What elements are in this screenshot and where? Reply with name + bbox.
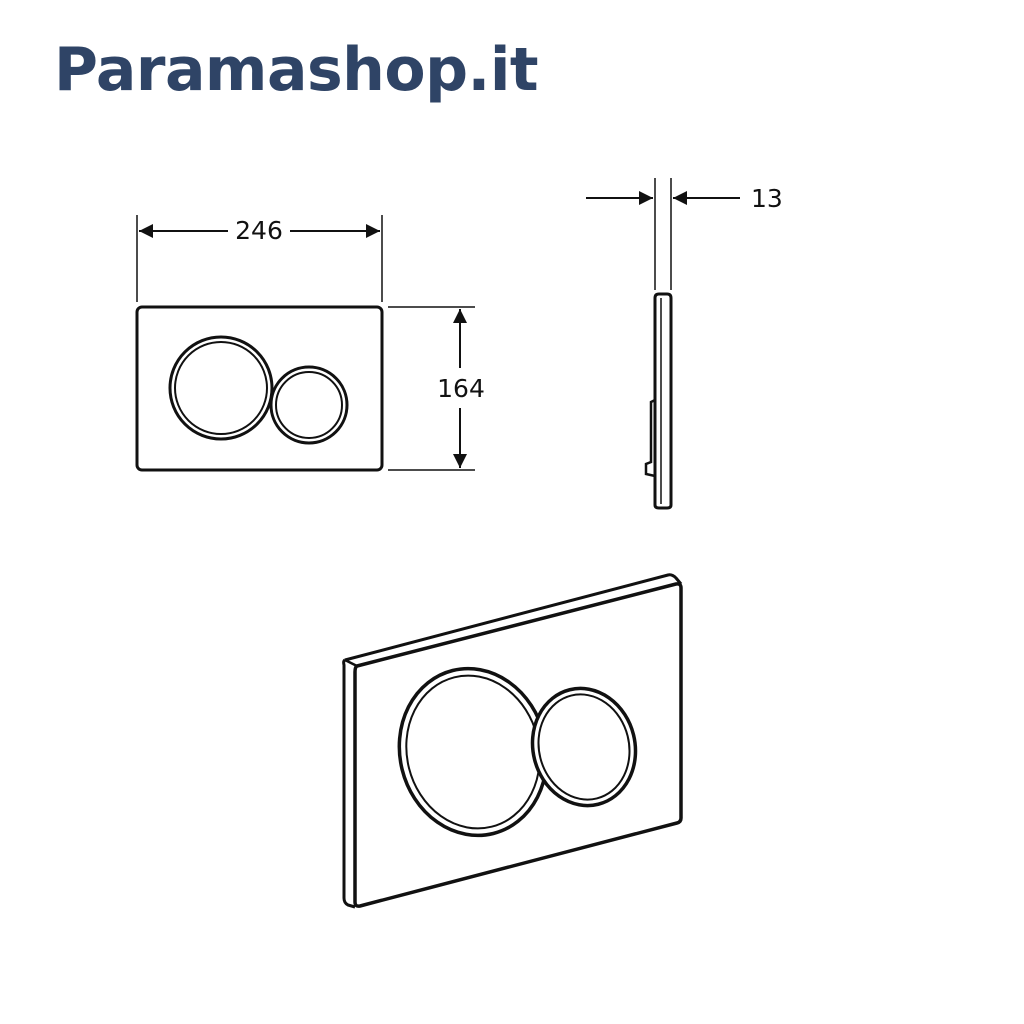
width-dimension-label: 246 [235,216,283,245]
depth-dimension [586,178,740,290]
isometric-view [342,573,683,909]
height-dimension-label: 164 [437,374,485,403]
front-plate-outline [135,305,384,472]
side-mount-tab [644,398,656,478]
front-large-button-outer-ring [168,335,274,441]
front-large-button-inner-ring [174,341,268,435]
iso-large-button-inner-ring [405,674,541,830]
iso-plate-corner-bevel [344,658,358,668]
front-small-button-inner-ring [275,371,343,439]
iso-plate-top-edge [344,573,683,662]
side-plate-outline [653,292,673,510]
iso-small-button-outer-ring [530,686,638,808]
iso-small-button-inner-ring [537,693,631,801]
side-view [644,292,673,510]
brand-logo-text: Paramashop.it [54,35,539,105]
iso-plate-front-face [353,582,683,908]
front-small-button-outer-ring [269,365,349,445]
height-dimension [388,306,475,471]
width-dimension [136,215,383,302]
front-view [135,305,384,472]
depth-dimension-label: 13 [751,184,783,213]
iso-plate-left-edge [342,658,356,909]
